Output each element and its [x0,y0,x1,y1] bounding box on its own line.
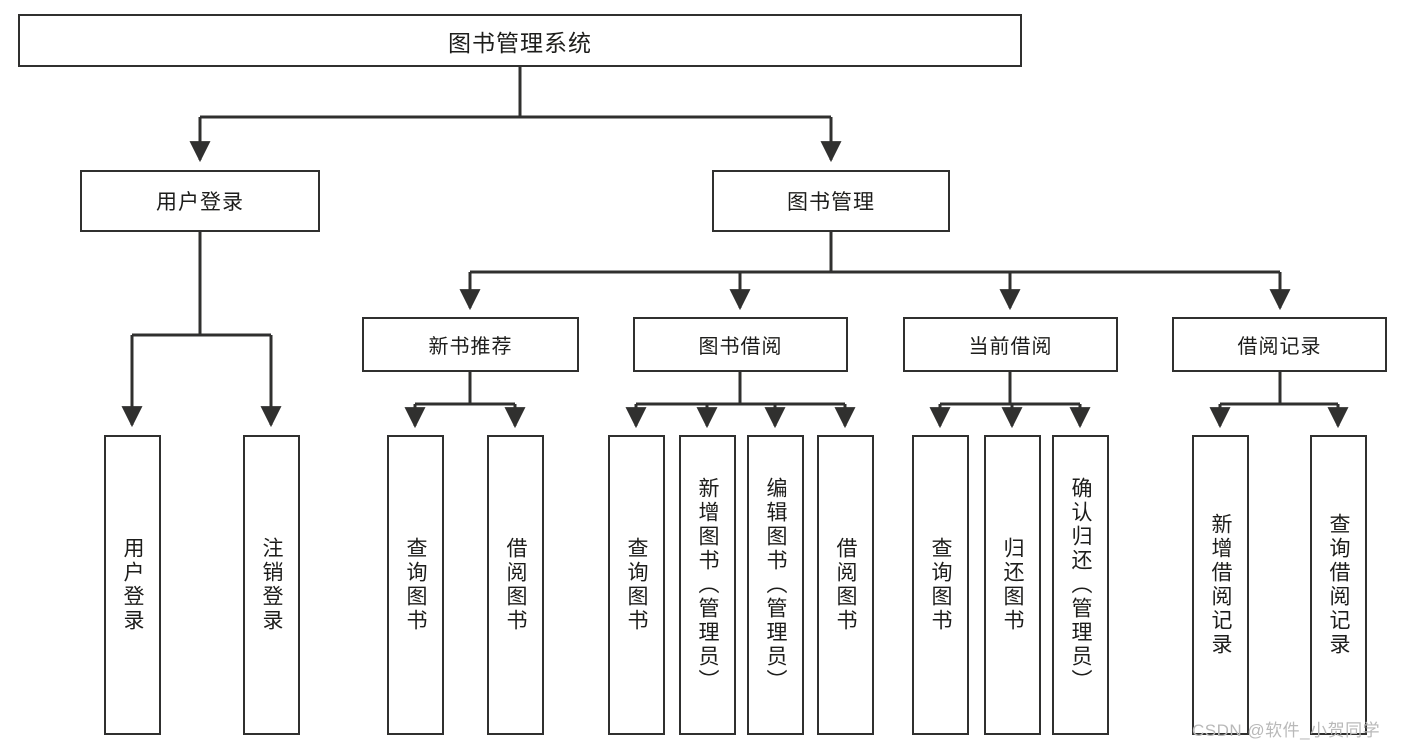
node-user-login[interactable]: 用户登录 [80,170,320,232]
node-leaf-user-login[interactable]: 用户登录 [104,435,161,735]
node-leaf-confirm-return[interactable]: 确认归还（管理员） [1052,435,1109,735]
node-leaf-return-book-label: 归还图书 [1001,537,1024,633]
node-leaf-user-login-label: 用户登录 [121,537,144,633]
node-user-login-label: 用户登录 [156,191,244,214]
node-borrow-record-label: 借阅记录 [1237,336,1322,358]
node-leaf-query-book-1[interactable]: 查询图书 [387,435,444,735]
node-leaf-query-book-3-label: 查询图书 [929,537,952,633]
node-leaf-query-book-2[interactable]: 查询图书 [608,435,665,735]
node-leaf-edit-book-label: 编辑图书（管理员） [764,477,787,693]
node-leaf-query-book-3[interactable]: 查询图书 [912,435,969,735]
node-root[interactable]: 图书管理系统 [18,14,1022,67]
node-leaf-query-record[interactable]: 查询借阅记录 [1310,435,1367,735]
node-leaf-logout[interactable]: 注销登录 [243,435,300,735]
node-leaf-borrow-book-2-label: 借阅图书 [834,537,857,633]
node-new-book-rec[interactable]: 新书推荐 [362,317,579,372]
node-book-borrow-label: 图书借阅 [698,336,783,358]
node-leaf-add-record[interactable]: 新增借阅记录 [1192,435,1249,735]
node-leaf-query-book-2-label: 查询图书 [625,537,648,633]
node-leaf-add-book-label: 新增图书（管理员） [696,477,719,693]
node-new-book-rec-label: 新书推荐 [428,336,513,358]
node-current-borrow[interactable]: 当前借阅 [903,317,1118,372]
node-leaf-borrow-book-1-label: 借阅图书 [504,537,527,633]
node-leaf-borrow-book-1[interactable]: 借阅图书 [487,435,544,735]
node-leaf-query-record-label: 查询借阅记录 [1327,513,1350,657]
node-leaf-confirm-return-label: 确认归还（管理员） [1069,477,1092,693]
node-root-label: 图书管理系统 [448,29,592,56]
node-book-manage[interactable]: 图书管理 [712,170,950,232]
node-leaf-logout-label: 注销登录 [260,537,283,633]
watermark-text: CSDN @软件_小贺同学 [1192,721,1381,740]
node-current-borrow-label: 当前借阅 [968,336,1053,358]
node-borrow-record[interactable]: 借阅记录 [1172,317,1387,372]
node-book-borrow[interactable]: 图书借阅 [633,317,848,372]
node-leaf-add-book[interactable]: 新增图书（管理员） [679,435,736,735]
node-book-manage-label: 图书管理 [787,191,875,214]
node-leaf-return-book[interactable]: 归还图书 [984,435,1041,735]
node-leaf-query-book-1-label: 查询图书 [404,537,427,633]
node-leaf-add-record-label: 新增借阅记录 [1209,513,1232,657]
node-leaf-borrow-book-2[interactable]: 借阅图书 [817,435,874,735]
node-leaf-edit-book[interactable]: 编辑图书（管理员） [747,435,804,735]
